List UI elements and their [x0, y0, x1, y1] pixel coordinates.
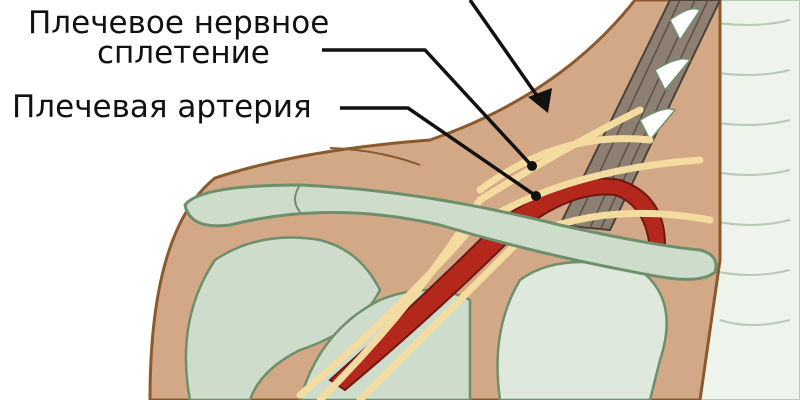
arrow-leader-line: [468, 0, 542, 102]
label-brachial-plexus-line1: Плечевое нервное: [28, 5, 330, 41]
clavicle: [183, 183, 718, 281]
label-brachial-plexus-line2: сплетение: [97, 35, 270, 71]
plexus-leader-line: [322, 48, 534, 168]
artery-leader-line: [340, 106, 537, 198]
leader-lines: [322, 0, 542, 198]
arrow-head-icon: [528, 88, 552, 113]
label-brachial-artery: Плечевая артерия: [12, 89, 312, 125]
